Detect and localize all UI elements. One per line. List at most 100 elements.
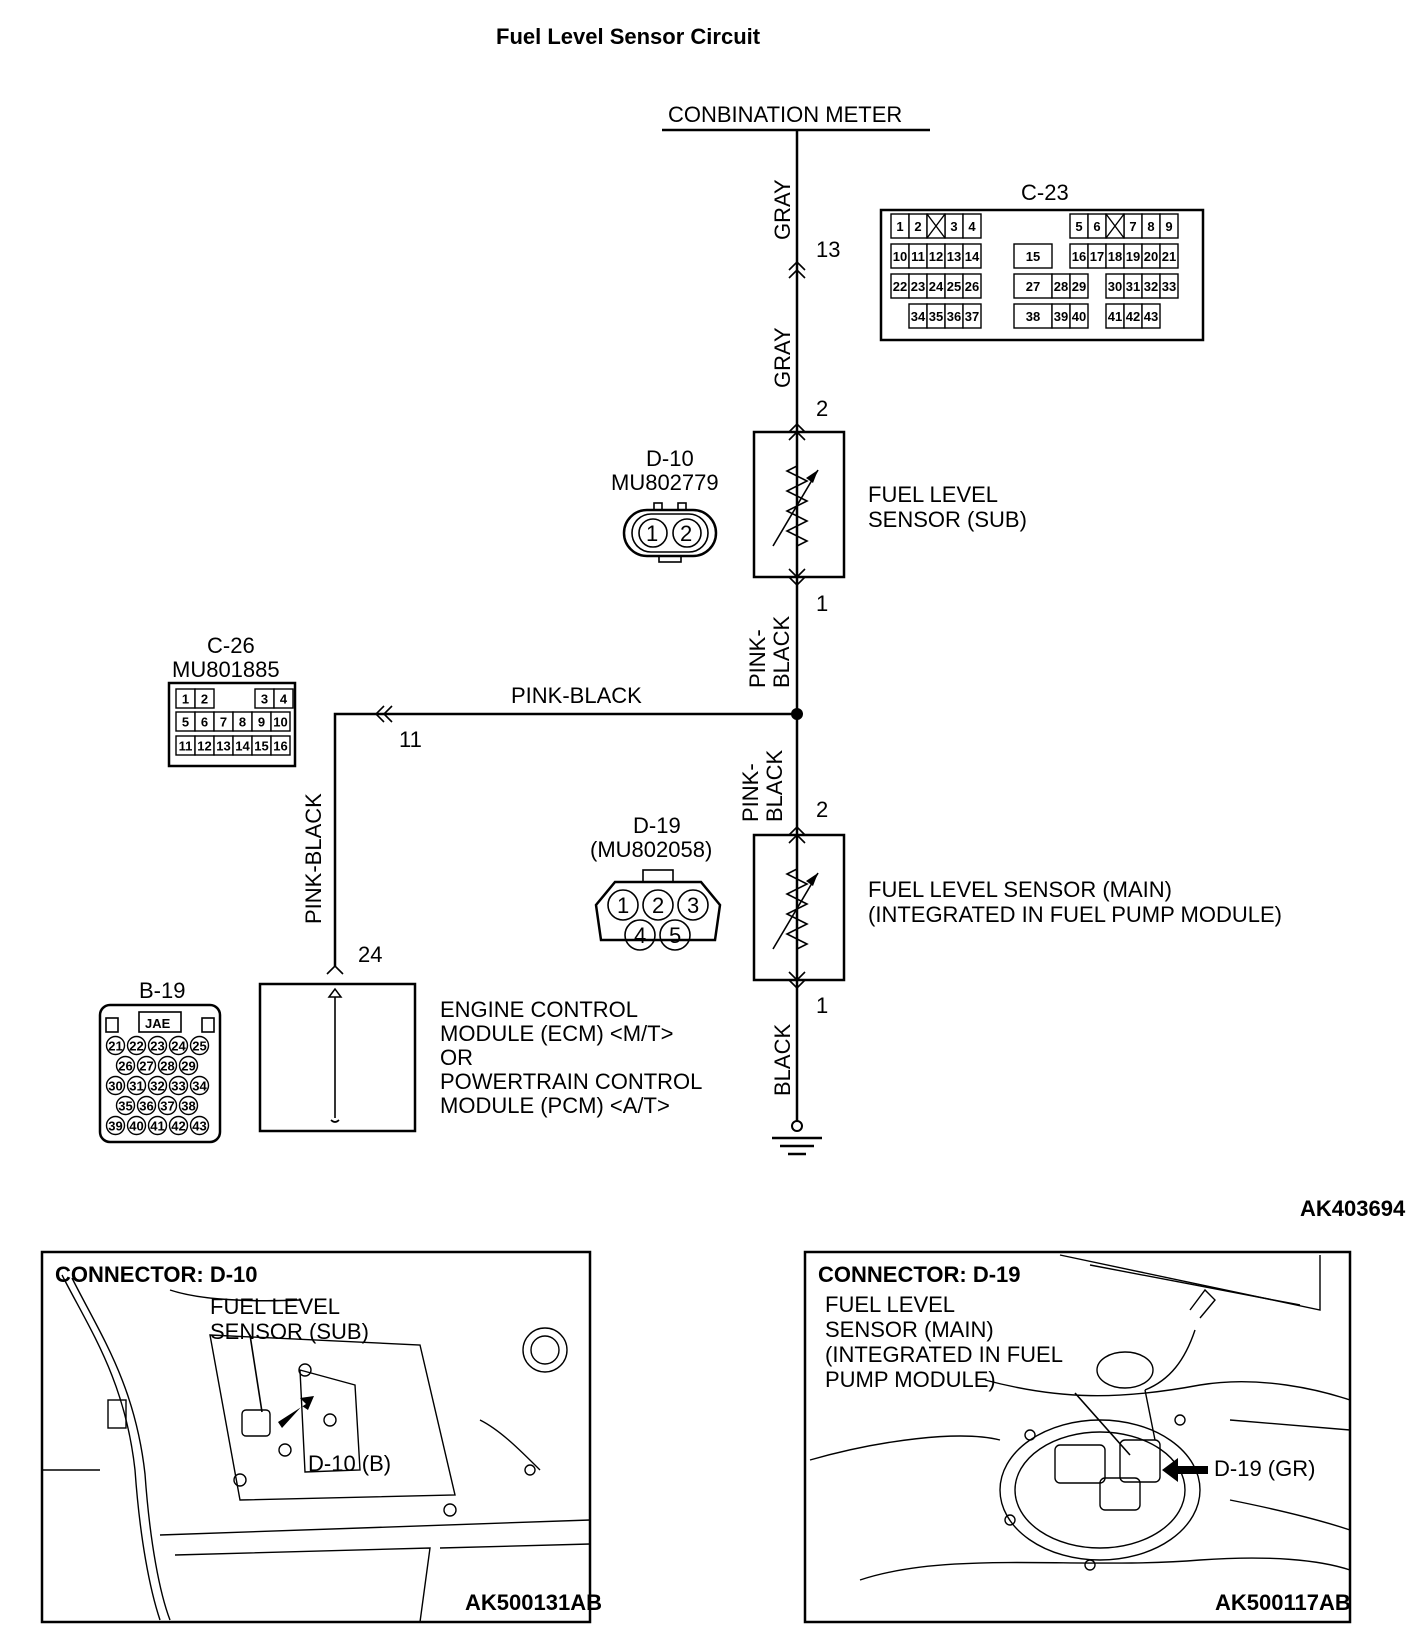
b19-maker: JAE [145, 1016, 171, 1031]
c26-pin-16: 16 [273, 739, 287, 754]
b19-pin-36-cell [136, 1095, 157, 1116]
b19-pin-43: 43 [192, 1119, 206, 1134]
b19-pin-38: 38 [181, 1099, 195, 1114]
c23-pin-27: 27 [1026, 279, 1040, 294]
c23-pin-38: 38 [1026, 309, 1040, 324]
combination-meter-label: CONBINATION METER [668, 102, 902, 127]
c23-pin-26-cell [962, 273, 982, 299]
c23-pin-10: 10 [893, 249, 907, 264]
c26-pin-13: 13 [216, 739, 230, 754]
ecm-branch-wire [333, 712, 797, 966]
connector-13-chevrons [788, 260, 806, 279]
sub-top-chevron [788, 422, 806, 441]
b19-pin-25-cell [189, 1035, 210, 1056]
terminal-13: 13 [816, 237, 840, 262]
b19-pin-37: 37 [160, 1099, 174, 1114]
d19-pointer-arrow-icon [1162, 1458, 1208, 1482]
b19-pin-24-cell [168, 1035, 189, 1056]
sub-sensor-label-2: SENSOR (SUB) [868, 507, 1027, 532]
ground-icon [772, 1136, 822, 1156]
b19-maker-box [138, 1011, 182, 1033]
b19-pin-31-cell [126, 1075, 147, 1096]
main-bottom-chevron [788, 971, 806, 990]
c23-pin-20: 20 [1144, 249, 1158, 264]
main-top-chevron [788, 825, 806, 844]
panel-d10-pointer-label: D-10 (B) [308, 1451, 391, 1476]
b19-pin-33-cell [168, 1075, 189, 1096]
b19-label: B-19 [139, 978, 185, 1003]
c23-pin-9-cell [1159, 213, 1179, 239]
c23-pin-18: 18 [1108, 249, 1122, 264]
c26-label: C-26 [207, 633, 255, 658]
fuel-level-sensor-sub-box [752, 430, 846, 579]
b19-pin-36: 36 [139, 1099, 153, 1114]
b19-pin-39: 39 [108, 1119, 122, 1134]
ecm-box [258, 982, 417, 1133]
c23-pin-23: 23 [911, 279, 925, 294]
b19-pin-43-cell [189, 1115, 210, 1136]
main-sensor-label-2: (INTEGRATED IN FUEL PUMP MODULE) [868, 902, 1282, 927]
wire-label-pink-sub-2: BLACK [769, 616, 794, 688]
connector-11-chevrons [374, 705, 393, 723]
c26-pin-8: 8 [239, 715, 246, 730]
c23-pin-38-cell [1013, 303, 1053, 329]
c23-pin-16: 16 [1072, 249, 1086, 264]
b19-pin-37-cell [157, 1095, 178, 1116]
b19-pin-39-cell [105, 1115, 126, 1136]
c23-pin-15-cell [1013, 243, 1053, 269]
b19-pin-29-cell [178, 1055, 199, 1076]
c26-part-number: MU801885 [172, 657, 280, 682]
d19-pin-3: 3 [687, 893, 699, 918]
figure-code: AK403694 [1300, 1196, 1406, 1221]
sub-variable-arrowhead-icon [806, 470, 818, 483]
c23-pin-4-cell [962, 213, 982, 239]
c23-pin-11: 11 [911, 249, 925, 264]
c23-blank-2-x [1105, 213, 1125, 239]
ecm-label-4: POWERTRAIN CONTROL [440, 1069, 702, 1094]
panel-d19-label-3: (INTEGRATED IN FUEL [825, 1342, 1063, 1367]
b19-pin-40: 40 [129, 1119, 143, 1134]
sub-sensor-label-1: FUEL LEVEL [868, 482, 998, 507]
wire-label-pink-vertical: PINK-BLACK [301, 793, 326, 924]
d10-pin-2: 2 [680, 521, 692, 546]
wire-label-pink-sub-1: PINK- [745, 629, 770, 688]
d10-label: D-10 [646, 446, 694, 471]
c23-pin-9: 9 [1165, 219, 1172, 234]
c26-pin-7: 7 [220, 715, 227, 730]
c23-pin-6: 6 [1093, 219, 1100, 234]
c23-pin-26: 26 [965, 279, 979, 294]
d10-connector-icon [622, 502, 718, 563]
c23-pin-43: 43 [1144, 309, 1158, 324]
c23-pin-37: 37 [965, 309, 979, 324]
c23-pin-2: 2 [914, 219, 921, 234]
d10-part-number: MU802779 [611, 470, 719, 495]
b19-pin-35-cell [115, 1095, 136, 1116]
c23-pin-33-cell [1159, 273, 1179, 299]
c23-pin-37-cell [962, 303, 982, 329]
ecm-label-3: OR [440, 1045, 473, 1070]
panel-d10-code: AK500131AB [465, 1590, 602, 1615]
c26-pin-12: 12 [197, 739, 211, 754]
c23-pin-8: 8 [1147, 219, 1154, 234]
b19-pin-32: 32 [150, 1079, 164, 1094]
b19-pin-38-cell [178, 1095, 199, 1116]
d19-pin-1: 1 [617, 893, 629, 918]
c23-pin-19: 19 [1126, 249, 1140, 264]
b19-pin-31: 31 [129, 1079, 143, 1094]
b19-pin-21: 21 [108, 1039, 122, 1054]
b19-pin-26: 26 [118, 1059, 132, 1074]
d19-label: D-19 [633, 813, 681, 838]
wire-label-pink-horizontal: PINK-BLACK [511, 683, 642, 708]
b19-pin-26-cell [115, 1055, 136, 1076]
b19-pin-22-cell [126, 1035, 147, 1056]
panel-d19-pointer-label: D-19 (GR) [1214, 1456, 1315, 1481]
terminal-main-2: 2 [816, 797, 828, 822]
d19-connector-icon [594, 869, 722, 951]
c23-pin-29: 29 [1072, 279, 1086, 294]
panel-d19-label-4: PUMP MODULE) [825, 1367, 996, 1392]
c26-pin-4: 4 [280, 692, 288, 707]
c23-pin-12: 12 [929, 249, 943, 264]
c23-pin-39: 39 [1054, 309, 1068, 324]
c23-pin-35: 35 [929, 309, 943, 324]
